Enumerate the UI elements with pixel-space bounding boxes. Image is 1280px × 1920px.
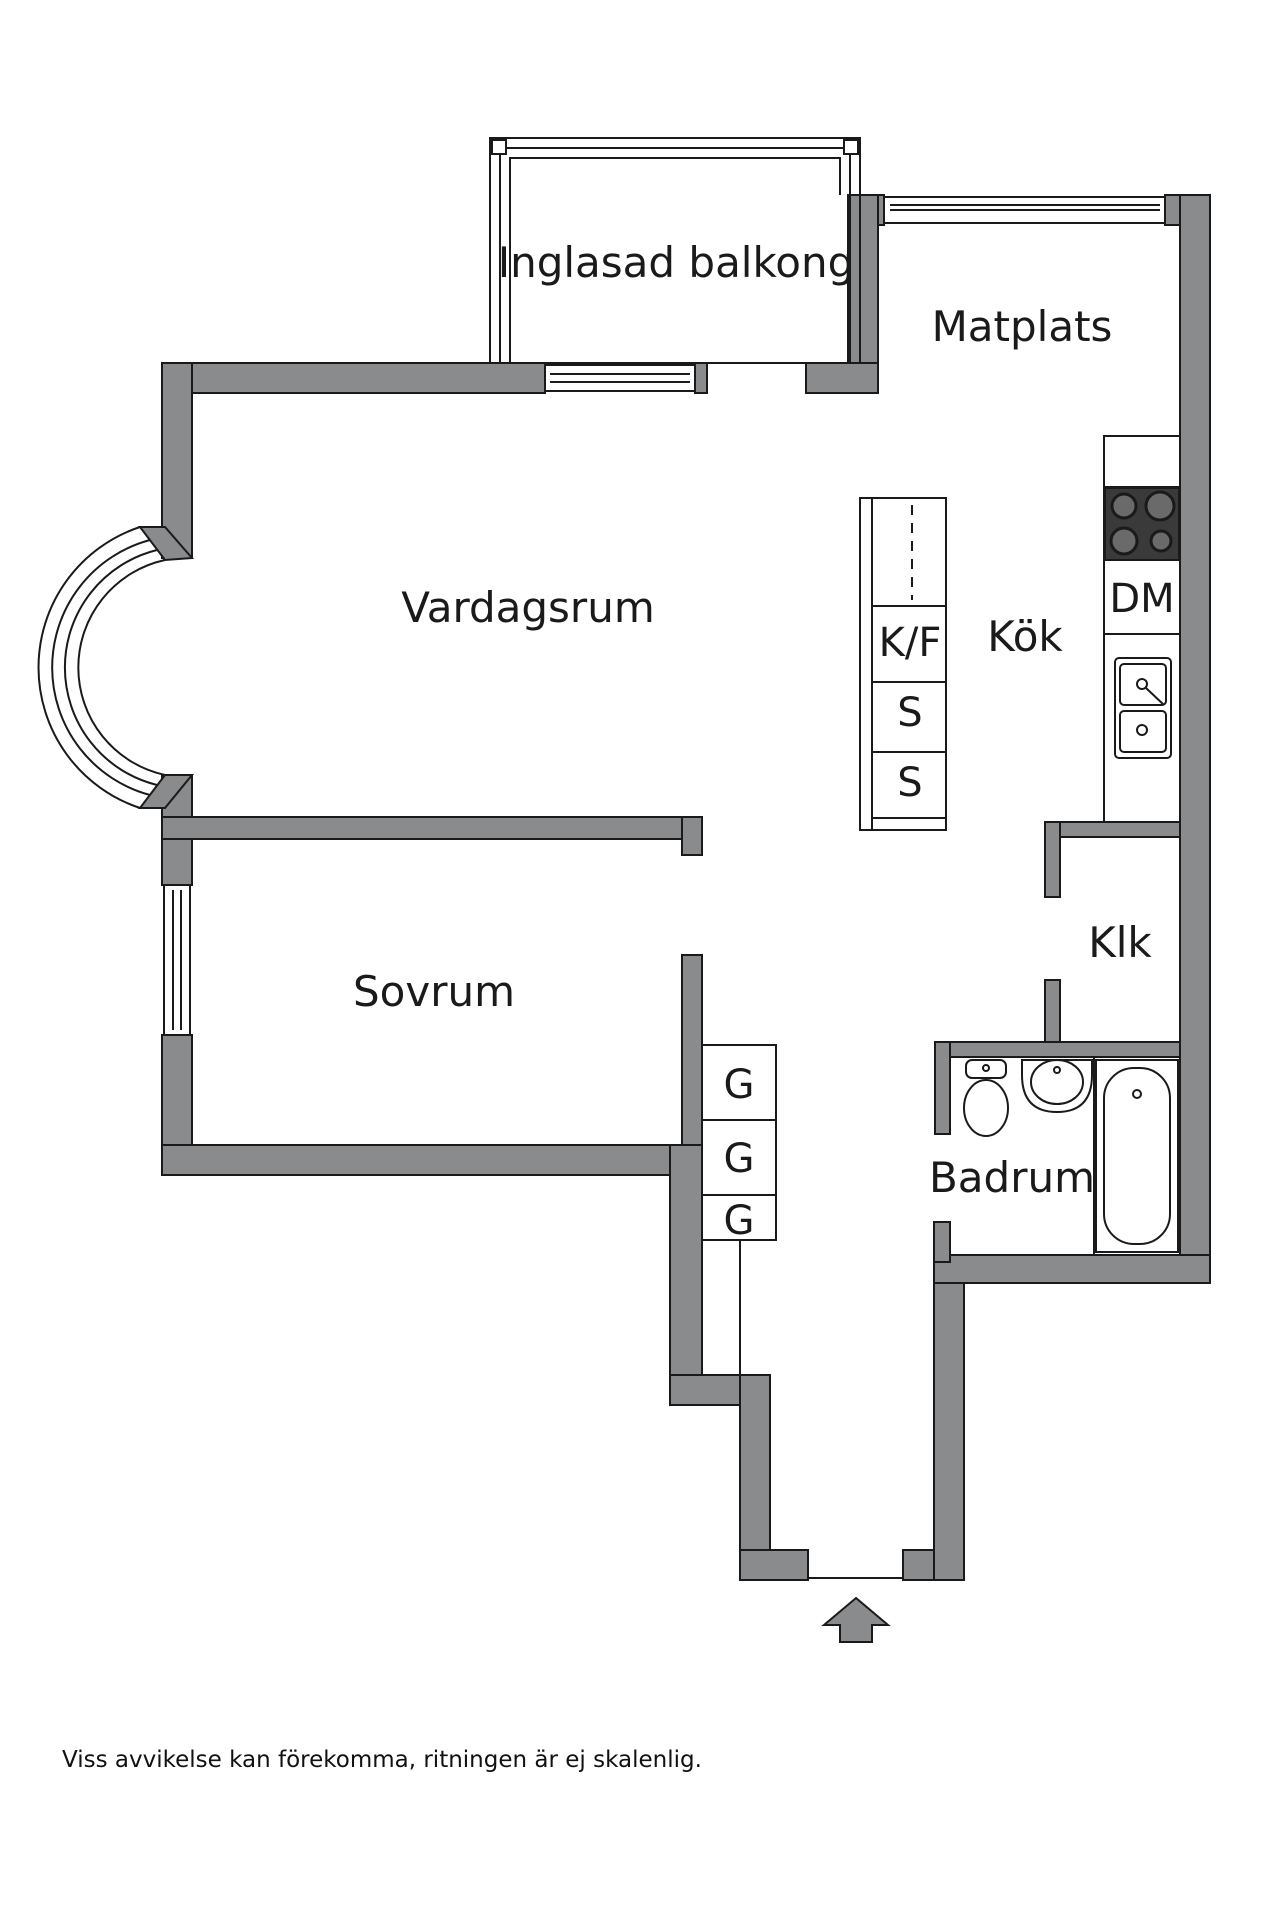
dishwasher-label: DM [1109,576,1174,622]
room-label-living: Vardagsrum [401,583,654,632]
wall-segment [1044,821,1181,838]
window [163,884,191,1036]
wall-segment [161,362,193,559]
wall-segment [694,362,708,394]
room-label-kitchen: Kök [987,612,1063,661]
room-label-balcony: Inglasad balkong [498,238,855,287]
wall-segment [739,1374,771,1581]
fridge-freezer-label: K/F [879,620,942,666]
window [544,364,696,392]
wall-segment [669,1144,703,1406]
wall-segment [1044,821,1061,898]
wall-segment [137,526,195,562]
wall-segment [161,1144,683,1176]
wall-segment [681,954,703,1176]
kitchen-island [859,497,947,831]
wardrobe [701,1044,777,1241]
wall-segment [739,1549,809,1581]
stove-icon [1104,487,1180,561]
room-label-bathroom: Badrum [929,1153,1095,1202]
basin-icon [1021,1059,1093,1114]
wardrobe-label: G [724,1136,755,1182]
sink-icon [1114,657,1172,759]
balcony-enclosure [489,137,861,364]
wall-segment [805,362,879,394]
cabinet-label: S [897,760,922,806]
wall-segment [933,1254,965,1581]
bay-wall-ends [137,526,195,809]
wall-segment [137,774,195,809]
bay-window-outer [51,539,151,796]
bay-window-inner [77,559,166,776]
entrance-arrow-icon [821,1596,891,1643]
windows [163,196,1166,1036]
wall-segment [934,1041,951,1135]
island [859,497,947,831]
bathtub-icon [1095,1059,1179,1253]
walls [161,194,1211,1581]
toilet-icon [963,1059,1009,1137]
wall-segment [933,1221,951,1263]
wall-segment [934,1041,1181,1058]
disclaimer-note: Viss avvikelse kan förekomma, ritningen … [62,1747,702,1773]
wall-segment [1044,979,1061,1043]
wall-segment [161,816,703,840]
wardrobes [701,1044,777,1375]
wardrobe-label: G [724,1062,755,1108]
room-label-closet: Klk [1088,918,1152,967]
cabinet-label: S [897,690,922,736]
wardrobe-label: G [724,1198,755,1244]
wall-segment [681,816,703,856]
room-label-bedroom: Sovrum [353,967,515,1016]
bay-window [37,526,166,809]
bathroom-fixtures [949,1057,1179,1255]
wall-segment [933,1254,1211,1284]
wall-segment [1179,194,1211,1281]
wall-segment [161,362,546,394]
room-label-dining: Matplats [932,302,1113,351]
